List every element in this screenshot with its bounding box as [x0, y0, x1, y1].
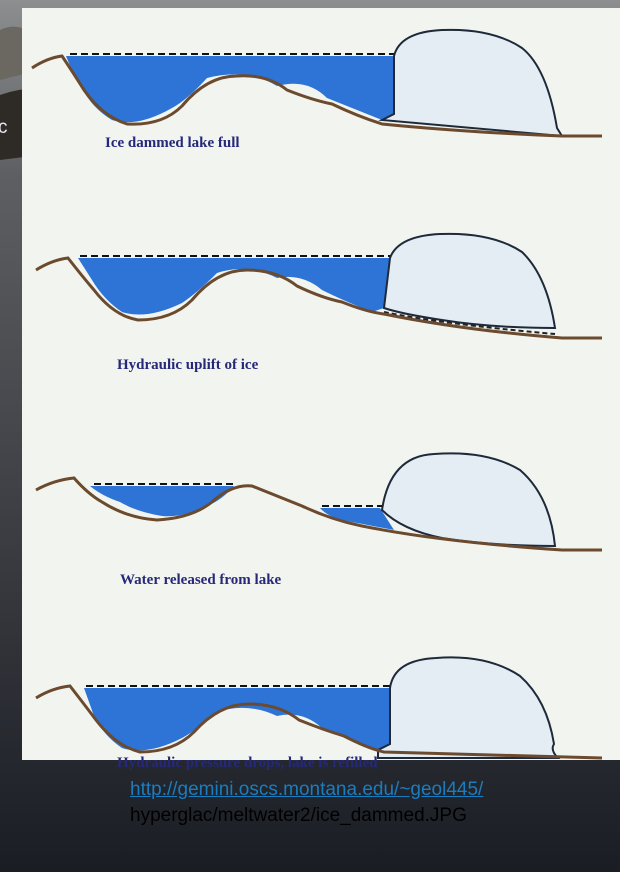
caption-hydraulic-uplift: Hydraulic uplift of ice: [117, 357, 258, 374]
source-link[interactable]: http://gemini.oscs.montana.edu/~geol445/: [130, 779, 483, 801]
caption-lake-refilled: Hydraulic pressure drops, lake is refill…: [117, 755, 378, 772]
caption-water-released: Water released from lake: [120, 572, 281, 589]
caption-lake-full: Ice dammed lake full: [105, 135, 240, 152]
ice-dam-figure: [22, 8, 620, 760]
source-path: hyperglac/meltwater2/ice_dammed.JPG: [130, 805, 467, 827]
background-text-fragment: c: [0, 117, 8, 139]
